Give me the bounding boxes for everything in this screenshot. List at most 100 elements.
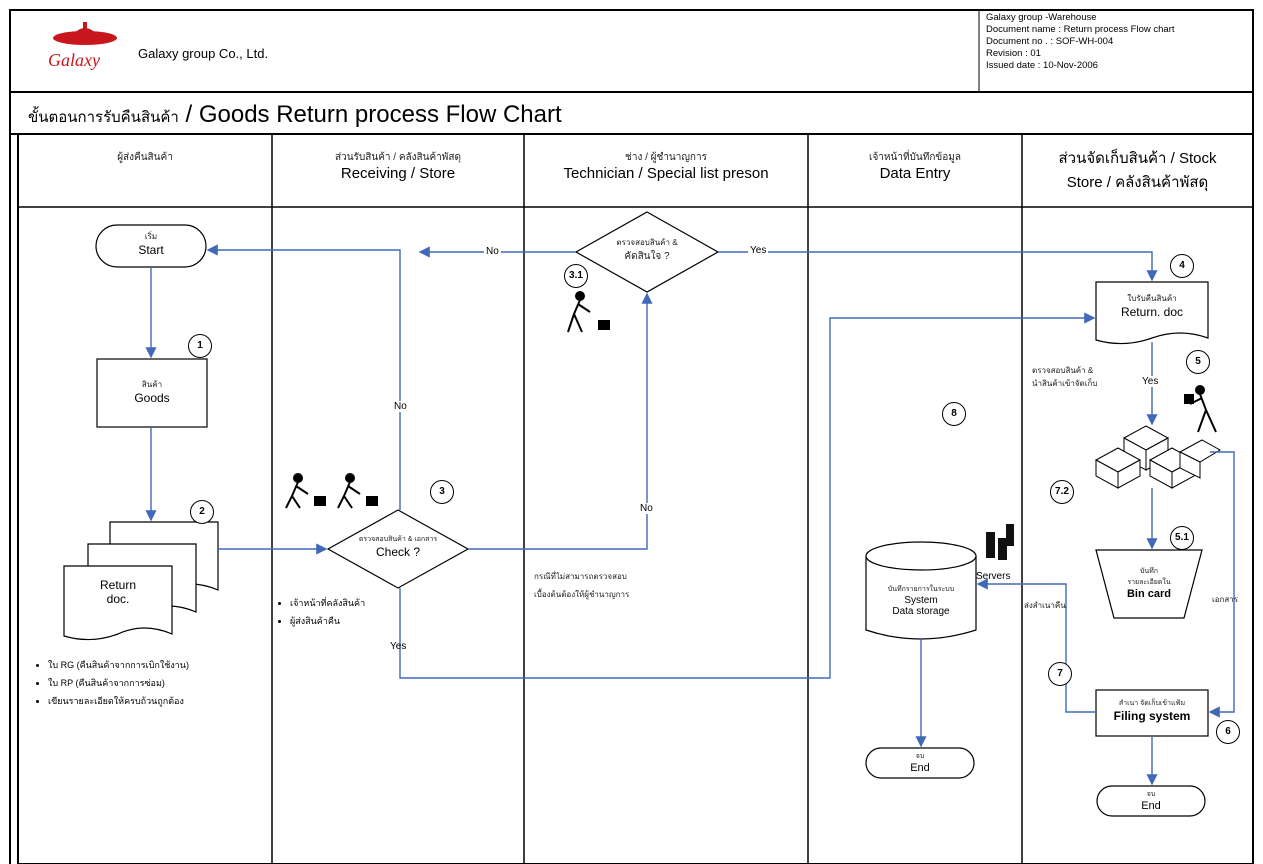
edge-label-yes: Yes [390, 641, 406, 652]
tech-decision-th2: คัดสินใจ ? [592, 249, 702, 264]
end-data-en: End [866, 762, 974, 774]
stock-doc-en: Return. doc [1096, 305, 1208, 319]
step-number: 5.1 [1170, 526, 1194, 550]
stock-doc-th: ใบรับคืนสินค้า [1096, 292, 1208, 305]
page-title: ขั้นตอนการรับคืนสินค้า / Goods Return pr… [28, 101, 562, 129]
tech-decision-th1: ตรวจสอบสินค้า & [592, 236, 702, 249]
lane-en: Technician / Special list preson [524, 165, 808, 182]
doc-info-line: Galaxy group -Warehouse [986, 12, 1256, 24]
end-data-th: จบ [866, 751, 974, 762]
data-storage-en2: Data storage [866, 606, 976, 617]
check-label: ตรวจสอบสินค้า & เอกสาร Check ? [338, 534, 458, 559]
goods-label: สินค้า Goods [97, 378, 207, 405]
flow-arrows [151, 250, 1234, 784]
goods-th: สินค้า [97, 378, 207, 391]
bullet-item: เขียนรายละเอียดให้ครบถ้วนถูกต้อง [48, 692, 189, 710]
edge-label-no: No [392, 401, 409, 412]
technician-note: กรณีที่ไม่สามารถตรวจสอบ เบื้องต้นต้องให้… [534, 568, 629, 604]
end-store-en: End [1097, 800, 1205, 812]
servers-icon [986, 524, 1014, 560]
return-doc-label: Return doc. [64, 578, 172, 606]
document-info: Galaxy group -Warehouse Document name : … [986, 12, 1256, 72]
end-data-label: จบ End [866, 751, 974, 774]
filing-en: Filing system [1096, 709, 1208, 723]
title-sep: / [179, 101, 199, 128]
company-name: Galaxy group Co., Ltd. [138, 46, 268, 61]
step-number: 3.1 [564, 264, 588, 288]
edge-label-copy: เอกสาร [1212, 593, 1238, 606]
servers-label: Servers [976, 571, 1010, 582]
stock-boxes [1096, 426, 1220, 488]
stock-doc-label: ใบรับคืนสินค้า Return. doc [1096, 292, 1208, 319]
start-en: Start [96, 243, 206, 257]
check-th: ตรวจสอบสินค้า & เอกสาร [338, 534, 458, 545]
doc-info-line: Issued date : 10-Nov-2006 [986, 60, 1256, 72]
lane-en: Receiving / Store [272, 165, 524, 182]
galaxy-logo [53, 22, 117, 45]
step-number: 7 [1048, 662, 1072, 686]
bullet-item: ใบ RG (คืนสินค้าจากการเบิกใช้งาน) [48, 656, 189, 674]
doc-info-line: Revision : 01 [986, 48, 1256, 60]
edge-label-send-copy: ส่งสำเนาคืน [1024, 599, 1066, 612]
title-english: Goods Return process Flow Chart [199, 101, 562, 128]
data-storage-label: บันทึกรายการในระบบ System Data storage [866, 584, 976, 617]
lane-header-technician: ช่าง / ผู้ชำนาญการ Technician / Special … [524, 150, 808, 182]
sender-bullets: ใบ RG (คืนสินค้าจากการเบิกใช้งาน) ใบ RP … [34, 656, 189, 710]
filing-th: สำเนา จัดเก็บเข้าแฟ้ม [1096, 698, 1208, 709]
lane-th: ช่าง / ผู้ชำนาญการ [524, 150, 808, 165]
step-number: 2 [190, 500, 214, 524]
bullet-item: ผู้ส่งสินค้าคืน [290, 612, 365, 630]
check-en: Check ? [338, 545, 458, 559]
data-storage-en1: System [866, 595, 976, 606]
lane-th: ส่วนจัดเก็บสินค้า / Stock [1022, 146, 1253, 170]
technician-note-line: เบื้องต้นต้องให้ผู้ชำนาญการ [534, 586, 629, 604]
lane-th: เจ้าหน้าที่บันทึกข้อมูล [808, 150, 1022, 165]
end-store-th: จบ [1097, 789, 1205, 800]
step-number: 7.2 [1050, 480, 1074, 504]
step-number: 4 [1170, 254, 1194, 278]
edge-label-yes: Yes [748, 245, 768, 256]
bullet-item: เจ้าหน้าที่คลังสินค้า [290, 594, 365, 612]
stock-note-l1: ตรวจสอบสินค้า & [1032, 364, 1097, 377]
worker-icons [286, 292, 1216, 508]
step-number: 6 [1216, 720, 1240, 744]
start-label: เริ่ม Start [96, 230, 206, 257]
receiving-bullets: เจ้าหน้าที่คลังสินค้า ผู้ส่งสินค้าคืน [276, 594, 365, 630]
step-number: 1 [188, 334, 212, 358]
end-store-label: จบ End [1097, 789, 1205, 812]
edge-label-no: No [484, 246, 501, 257]
return-doc-en2: doc. [64, 592, 172, 606]
lane-en: Data Entry [808, 165, 1022, 182]
lane-header-sender: ผู้ส่งคืนสินค้า [18, 150, 272, 165]
logo-text: Galaxy [48, 50, 100, 71]
technician-note-line: กรณีที่ไม่สามารถตรวจสอบ [534, 568, 629, 586]
edge-label-no: No [638, 503, 655, 514]
bin-card-en: Bin card [1104, 588, 1194, 600]
lane-header-receiving: ส่วนรับสินค้า / คลังสินค้าพัสดุ Receivin… [272, 150, 524, 182]
stock-note-l2: นำสินค้าเข้าจัดเก็บ [1032, 377, 1097, 390]
goods-en: Goods [97, 391, 207, 405]
lane-header-stock: ส่วนจัดเก็บสินค้า / Stock Store / คลังสิ… [1022, 146, 1253, 194]
lane-header-data-entry: เจ้าหน้าที่บันทึกข้อมูล Data Entry [808, 150, 1022, 182]
return-doc-en1: Return [64, 578, 172, 592]
stock-note: ตรวจสอบสินค้า & นำสินค้าเข้าจัดเก็บ [1032, 364, 1097, 390]
bullet-item: ใบ RP (คืนสินค้าจากการซ่อม) [48, 674, 189, 692]
step-number: 3 [430, 480, 454, 504]
title-thai: ขั้นตอนการรับคืนสินค้า [28, 109, 179, 126]
doc-info-line: Document name : Return process Flow char… [986, 24, 1256, 36]
lane-th: ส่วนรับสินค้า / คลังสินค้าพัสดุ [272, 150, 524, 165]
start-th: เริ่ม [96, 230, 206, 243]
edge-label-yes: Yes [1140, 376, 1160, 387]
bin-card-th1: บันทึก [1104, 566, 1194, 577]
bin-card-th2: รายละเอียดใน [1104, 577, 1194, 588]
lane-th: ผู้ส่งคืนสินค้า [18, 150, 272, 165]
doc-info-line: Document no . : SOF-WH-004 [986, 36, 1256, 48]
filing-label: สำเนา จัดเก็บเข้าแฟ้ม Filing system [1096, 698, 1208, 723]
step-number: 5 [1186, 350, 1210, 374]
bin-card-label: บันทึก รายละเอียดใน Bin card [1104, 566, 1194, 600]
lane-en: Store / คลังสินค้าพัสดุ [1022, 170, 1253, 194]
tech-decision-label: ตรวจสอบสินค้า & คัดสินใจ ? [592, 236, 702, 264]
data-storage-th: บันทึกรายการในระบบ [866, 584, 976, 595]
